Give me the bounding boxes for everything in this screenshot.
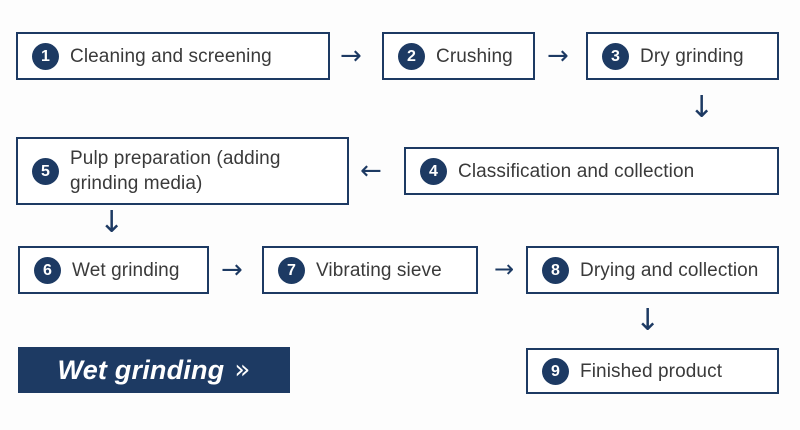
process-node-label: Vibrating sieve	[316, 259, 442, 281]
process-node-label: Pulp preparation (adding grinding media)	[70, 148, 281, 194]
process-node-label: Classification and collection	[458, 160, 695, 182]
process-node-6[interactable]: 6 Wet grinding	[18, 246, 209, 294]
process-node-2[interactable]: 2 Crushing	[382, 32, 535, 80]
process-node-label: Finished product	[580, 360, 723, 382]
wet-grinding-banner[interactable]: Wet grinding »	[18, 347, 290, 393]
process-node-7[interactable]: 7 Vibrating sieve	[262, 246, 478, 294]
arrow-right-2-to-3: →	[547, 41, 569, 71]
process-node-label: Cleaning and screening	[70, 45, 272, 67]
arrow-right-6-to-7: →	[221, 255, 243, 285]
double-chevron-right-icon: »	[234, 355, 251, 385]
process-node-label: Wet grinding	[72, 259, 180, 281]
arrow-down-5-to-6: ↓	[99, 205, 125, 240]
step-number-badge: 9	[542, 357, 569, 385]
arrow-down-3-to-4: ↓	[689, 90, 715, 125]
process-node-9[interactable]: 9 Finished product	[526, 348, 779, 394]
step-number-badge: 8	[542, 256, 569, 284]
step-number-badge: 2	[398, 42, 425, 70]
process-node-3[interactable]: 3 Dry grinding	[586, 32, 779, 80]
process-node-label: Drying and collection	[580, 259, 759, 281]
arrow-down-8-to-9: ↓	[635, 303, 661, 338]
arrow-left-4-to-5: ←	[360, 156, 382, 186]
banner-label: Wet grinding	[57, 354, 225, 385]
arrow-right-7-to-8: →	[494, 255, 515, 283]
arrow-right-1-to-2: →	[340, 41, 362, 71]
process-node-label: Crushing	[436, 45, 513, 67]
process-node-label: Dry grinding	[640, 45, 744, 67]
step-number-badge: 6	[34, 256, 61, 284]
process-node-4[interactable]: 4 Classification and collection	[404, 147, 779, 195]
step-number-badge: 5	[32, 157, 59, 185]
step-number-badge: 3	[602, 42, 629, 70]
process-node-8[interactable]: 8 Drying and collection	[526, 246, 779, 294]
step-number-badge: 1	[32, 42, 59, 70]
step-number-badge: 7	[278, 256, 305, 284]
step-number-badge: 4	[420, 157, 447, 185]
process-node-5[interactable]: 5 Pulp preparation (adding grinding medi…	[16, 137, 349, 205]
process-node-1[interactable]: 1 Cleaning and screening	[16, 32, 330, 80]
